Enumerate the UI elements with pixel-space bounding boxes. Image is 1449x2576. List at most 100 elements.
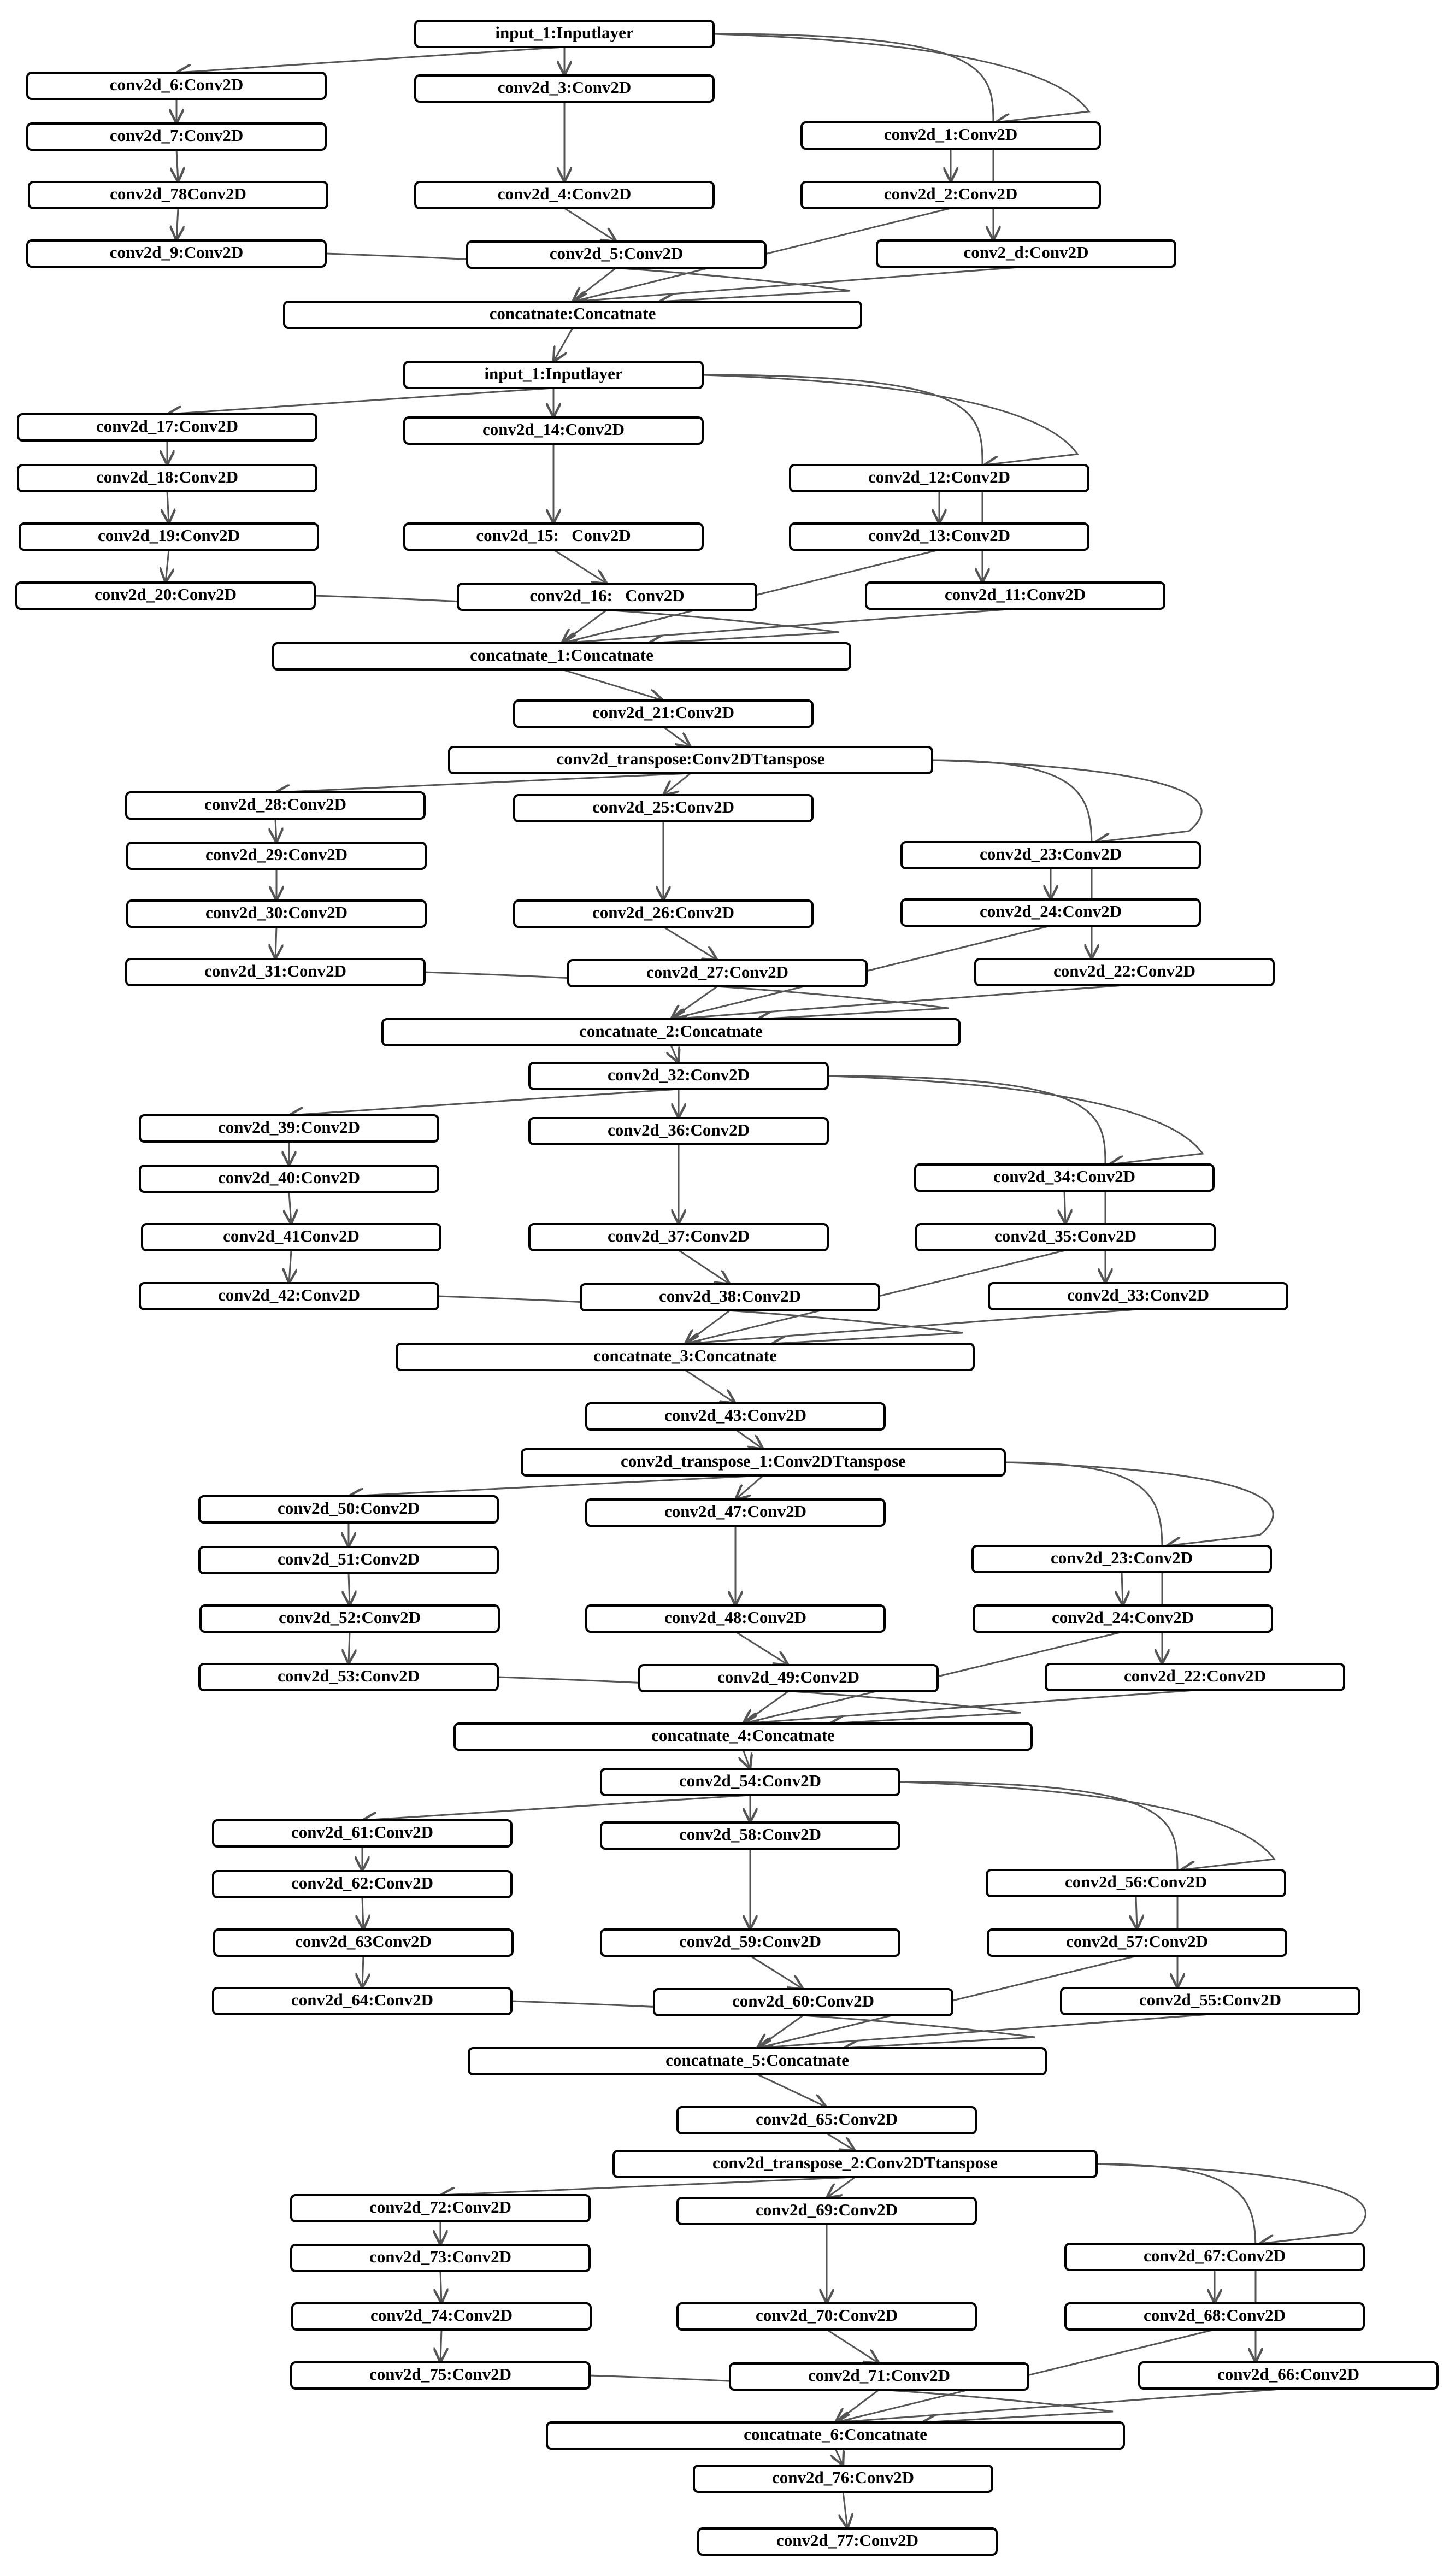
node-box (585, 1402, 886, 1431)
edge-arrow (1096, 2163, 1366, 2244)
node-label: conv2d_43:Conv2D (664, 1405, 806, 1425)
node-box (876, 239, 1176, 268)
node-conv2d-19-conv2d: conv2d_19:Conv2D (19, 522, 319, 551)
edge-arrow (1122, 1572, 1123, 1605)
node-label: conv2d_77:Conv2D (776, 2531, 918, 2550)
node-box (212, 1870, 513, 1898)
node-box (638, 1664, 939, 1692)
node-box (528, 1223, 829, 1251)
node-label: conv2d_56:Conv2D (1065, 1872, 1207, 1891)
node-box (567, 959, 868, 987)
node-box (141, 1223, 441, 1251)
node-box (26, 122, 327, 151)
node-conv2d-36-conv2d: conv2d_36:Conv2D (528, 1117, 829, 1145)
node-box (789, 464, 1089, 492)
node-conv2d-9-conv2d: conv2d_9:Conv2D (26, 239, 327, 268)
node-box (199, 1604, 500, 1633)
node-box (213, 1928, 514, 1957)
node-box (653, 1988, 953, 2016)
node-conv2d-18-conv2d: conv2d_18:Conv2D (17, 464, 317, 492)
node-box (1064, 2243, 1365, 2271)
node-label: conv2d_14:Conv2D (482, 420, 625, 439)
node-label: conv2d_1:Conv2D (884, 125, 1018, 144)
node-box (403, 361, 704, 389)
edge-arrow (899, 1781, 1276, 1870)
edge-arrow (362, 1794, 751, 1820)
node-conv2d-23-conv2d: conv2d_23:Conv2D (900, 841, 1201, 869)
node-conv2d-35-conv2d: conv2d_35:Conv2D (915, 1223, 1216, 1251)
edge-arrow (440, 2329, 441, 2362)
node-label: conv2d_47:Conv2D (664, 1502, 806, 1521)
node-conv2d-69-conv2d: conv2d_69:Conv2D (676, 2197, 977, 2225)
node-conv2d-5-conv2d: conv2d_5:Conv2D (466, 240, 767, 269)
edge-arrow (835, 2448, 843, 2466)
node-label: concatnate:Concatnate (490, 304, 656, 323)
node-conv2d-63conv2d: conv2d_63Conv2D (213, 1928, 514, 1957)
edge-arrow (678, 1249, 730, 1284)
node-label: conv2d_18:Conv2D (96, 467, 238, 486)
node-box (290, 2244, 591, 2272)
node-label: conv2d_4:Conv2D (498, 184, 632, 203)
node-conv2d-6-conv2d: conv2d_6:Conv2D (26, 72, 327, 100)
edge-arrow (750, 1955, 803, 1989)
node-box (729, 2362, 1029, 2391)
node-box (290, 2361, 591, 2390)
edge-arrow (827, 1075, 1105, 1283)
node-conv2d-52-conv2d: conv2d_52:Conv2D (199, 1604, 500, 1633)
node-label: conv2d_65:Conv2D (756, 2109, 898, 2128)
edge-arrow (735, 1474, 764, 1499)
node-label: conv2d_6:Conv2D (110, 75, 244, 94)
node-label: conv2d_61:Conv2D (291, 1822, 433, 1842)
node-label: conv2d_20:Conv2D (95, 585, 237, 604)
node-conv2d-27-conv2d: conv2d_27:Conv2D (567, 959, 868, 987)
node-box (612, 2150, 1098, 2178)
node-box (453, 1722, 1033, 1751)
node-box (198, 1495, 499, 1524)
node-box (125, 958, 426, 986)
edge-arrow (932, 759, 1203, 842)
edge-arrow (702, 374, 982, 583)
node-box (600, 1768, 900, 1796)
node-conv2d-73-conv2d: conv2d_73:Conv2D (290, 2244, 591, 2272)
node-box (697, 2527, 998, 2556)
node-box (1045, 1663, 1345, 1691)
node-conv2d-37-conv2d: conv2d_37:Conv2D (528, 1223, 829, 1251)
node-label: conv2d_29:Conv2D (205, 845, 347, 864)
edge-arrow (289, 1191, 291, 1224)
node-label: conv2d_11:Conv2D (945, 585, 1086, 604)
node-label: conv2d_51:Conv2D (278, 1549, 420, 1568)
node-conv2d-3-conv2d: conv2d_3:Conv2D (414, 74, 715, 103)
edge-arrow (663, 772, 691, 795)
node-box (466, 240, 767, 269)
node-conv2d-41conv2d: conv2d_41Conv2D (141, 1223, 441, 1251)
node-box (513, 794, 814, 822)
node-box (283, 301, 862, 329)
edge-arrow (685, 1308, 1139, 1344)
node-label: conv2d_22:Conv2D (1124, 1666, 1266, 1685)
node-conv2d-77-conv2d: conv2d_77:Conv2D (697, 2527, 998, 2556)
node-box (126, 842, 427, 870)
node-box (414, 74, 715, 103)
node-label: conv2d_74:Conv2D (370, 2306, 513, 2325)
node-label: conv2d_3:Conv2D (498, 78, 632, 97)
node-conv2d-43-conv2d: conv2d_43:Conv2D (585, 1402, 886, 1431)
edge-arrow (899, 1781, 1177, 1988)
node-box (914, 1163, 1215, 1192)
node-conv2d-12-conv2d: conv2d_12:Conv2D (789, 464, 1089, 492)
node-label: conv2d_15: Conv2D (476, 526, 631, 545)
node-box (125, 791, 426, 820)
edge-arrow (735, 1631, 788, 1665)
node-box (448, 746, 933, 774)
node-box (800, 181, 1101, 209)
node-label: conv2d_63Conv2D (295, 1932, 432, 1951)
node-input-1-inputlayer: input_1:Inputlayer (414, 20, 715, 48)
node-label: conv2d_73:Conv2D (369, 2247, 511, 2266)
edge-arrow (349, 1573, 350, 1605)
node-concatnate-concatnate: concatnate:Concatnate (283, 301, 862, 329)
node-conv2d-64-conv2d: conv2d_64:Conv2D (212, 1987, 513, 2015)
node-box (546, 2421, 1125, 2450)
node-label: conv2d_7:Conv2D (110, 126, 244, 145)
edge-arrow (166, 549, 169, 583)
node-label: conv2d_33:Conv2D (1067, 1285, 1209, 1304)
